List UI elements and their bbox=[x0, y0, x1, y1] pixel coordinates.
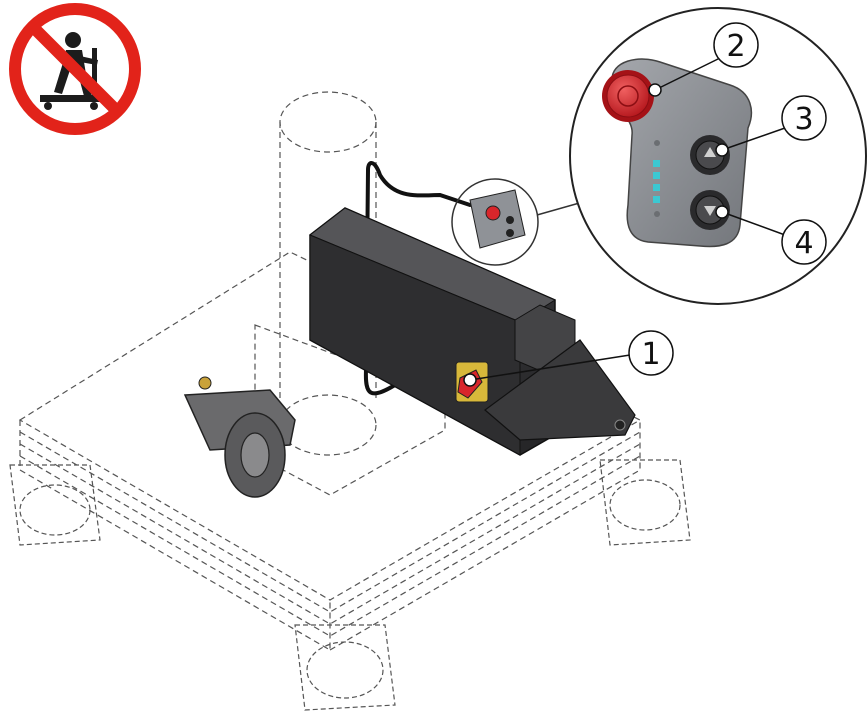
callout-3: 3 bbox=[715, 95, 827, 157]
castor-wheel-front bbox=[294, 624, 396, 711]
callout-4: 4 bbox=[715, 205, 827, 265]
indicator-led bbox=[653, 184, 660, 191]
callout-1: 1 bbox=[463, 330, 674, 387]
pendant-small bbox=[469, 189, 526, 249]
down-button bbox=[690, 190, 730, 230]
level-indicator bbox=[653, 140, 660, 217]
arrow-down-icon bbox=[704, 206, 716, 216]
control-housing bbox=[309, 207, 636, 456]
emergency-stop-button bbox=[602, 70, 654, 122]
control-cable bbox=[363, 161, 472, 396]
castor-wheel-left bbox=[9, 464, 101, 546]
no-riding-prohibition-icon bbox=[9, 3, 141, 135]
drive-wheel-assembly bbox=[183, 376, 296, 498]
castor-wheel-right bbox=[599, 459, 691, 546]
callout-number: 1 bbox=[641, 337, 660, 372]
detail-lens-small bbox=[451, 178, 539, 266]
callout-number: 2 bbox=[726, 29, 745, 64]
indicator-led bbox=[653, 160, 660, 167]
callout-number: 4 bbox=[794, 226, 813, 261]
indicator-led bbox=[653, 196, 660, 203]
callout-number: 3 bbox=[794, 102, 813, 137]
indicator-led bbox=[653, 172, 660, 179]
callout-2: 2 bbox=[648, 22, 759, 97]
arrow-up-icon bbox=[704, 147, 716, 157]
